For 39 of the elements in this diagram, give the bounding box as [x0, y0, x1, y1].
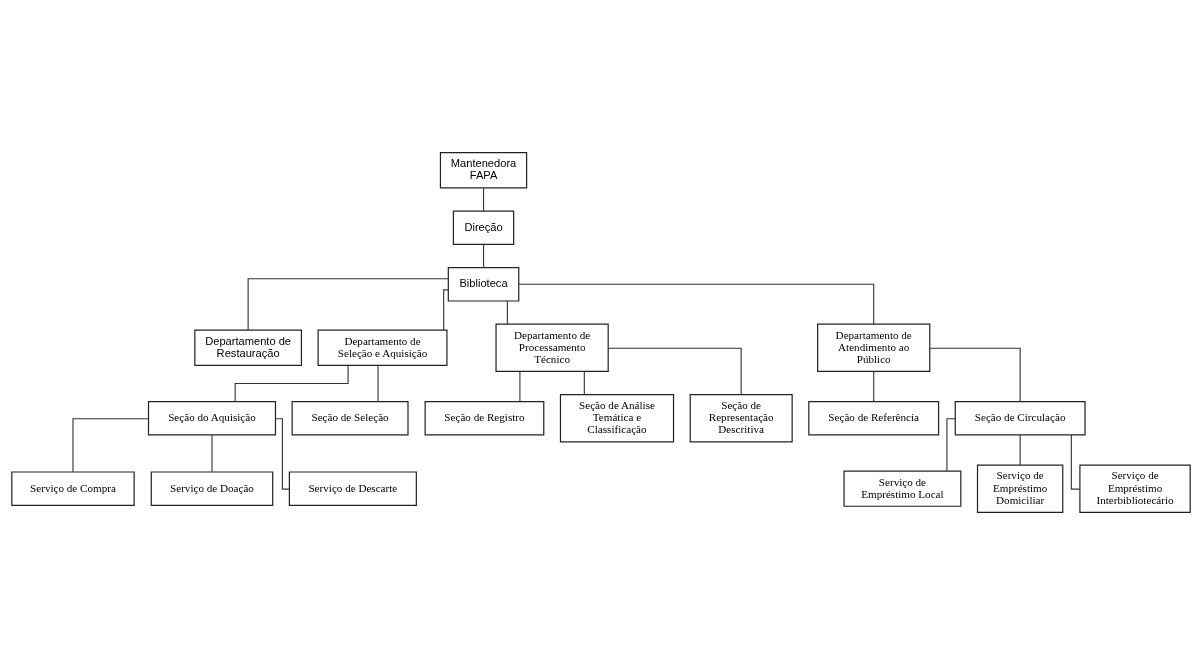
node-box: Departamento de Restauração [194, 329, 303, 366]
connector [1019, 433, 1021, 465]
connector [519, 370, 521, 402]
connector [929, 347, 1021, 402]
node-box: Biblioteca [447, 266, 520, 302]
connector [247, 277, 449, 331]
node-box: Serviço de Descarte [288, 470, 417, 506]
node-box: Departamento de Processamento Técnico [495, 323, 609, 372]
connector [583, 370, 585, 395]
connector [377, 364, 379, 402]
node-box: Direção [452, 210, 515, 245]
connector [946, 417, 956, 472]
connector [482, 187, 485, 211]
connector [518, 283, 875, 325]
node-box: Mantenedora FAPA [439, 151, 528, 188]
connector [211, 433, 213, 472]
node-box: Serviço de Empréstimo Local [843, 469, 962, 507]
node-box: Seção de Circulação [954, 400, 1086, 435]
node-box: Departamento de Atendimento ao Público [817, 323, 931, 372]
node-box: Seção do Aquisição [147, 400, 277, 435]
connector [607, 347, 742, 395]
node-box: Seção de Seleção [291, 400, 409, 435]
connector [234, 364, 349, 402]
connector [873, 370, 875, 402]
connector [482, 243, 485, 268]
node-box: Seção de Registro [424, 400, 545, 435]
node-box: Serviço de Empréstimo Interbibliotecário [1079, 463, 1191, 513]
connector [443, 288, 449, 331]
node-box: Serviço de Doação [150, 470, 274, 506]
node-box: Serviço de Empréstimo Domiciliar [976, 463, 1064, 513]
node-box: Seção de Representação Descritiva [689, 393, 793, 442]
node-box: Departamento de Seleção e Aquisição [317, 329, 448, 366]
node-box: Seção de Análise Temática e Classificação [559, 393, 675, 442]
node-box: Seção de Referência [808, 400, 940, 435]
connector [506, 300, 508, 325]
node-box: Serviço de Compra [11, 470, 135, 506]
connector [275, 417, 290, 490]
connector [72, 417, 149, 472]
connector [1070, 433, 1081, 490]
